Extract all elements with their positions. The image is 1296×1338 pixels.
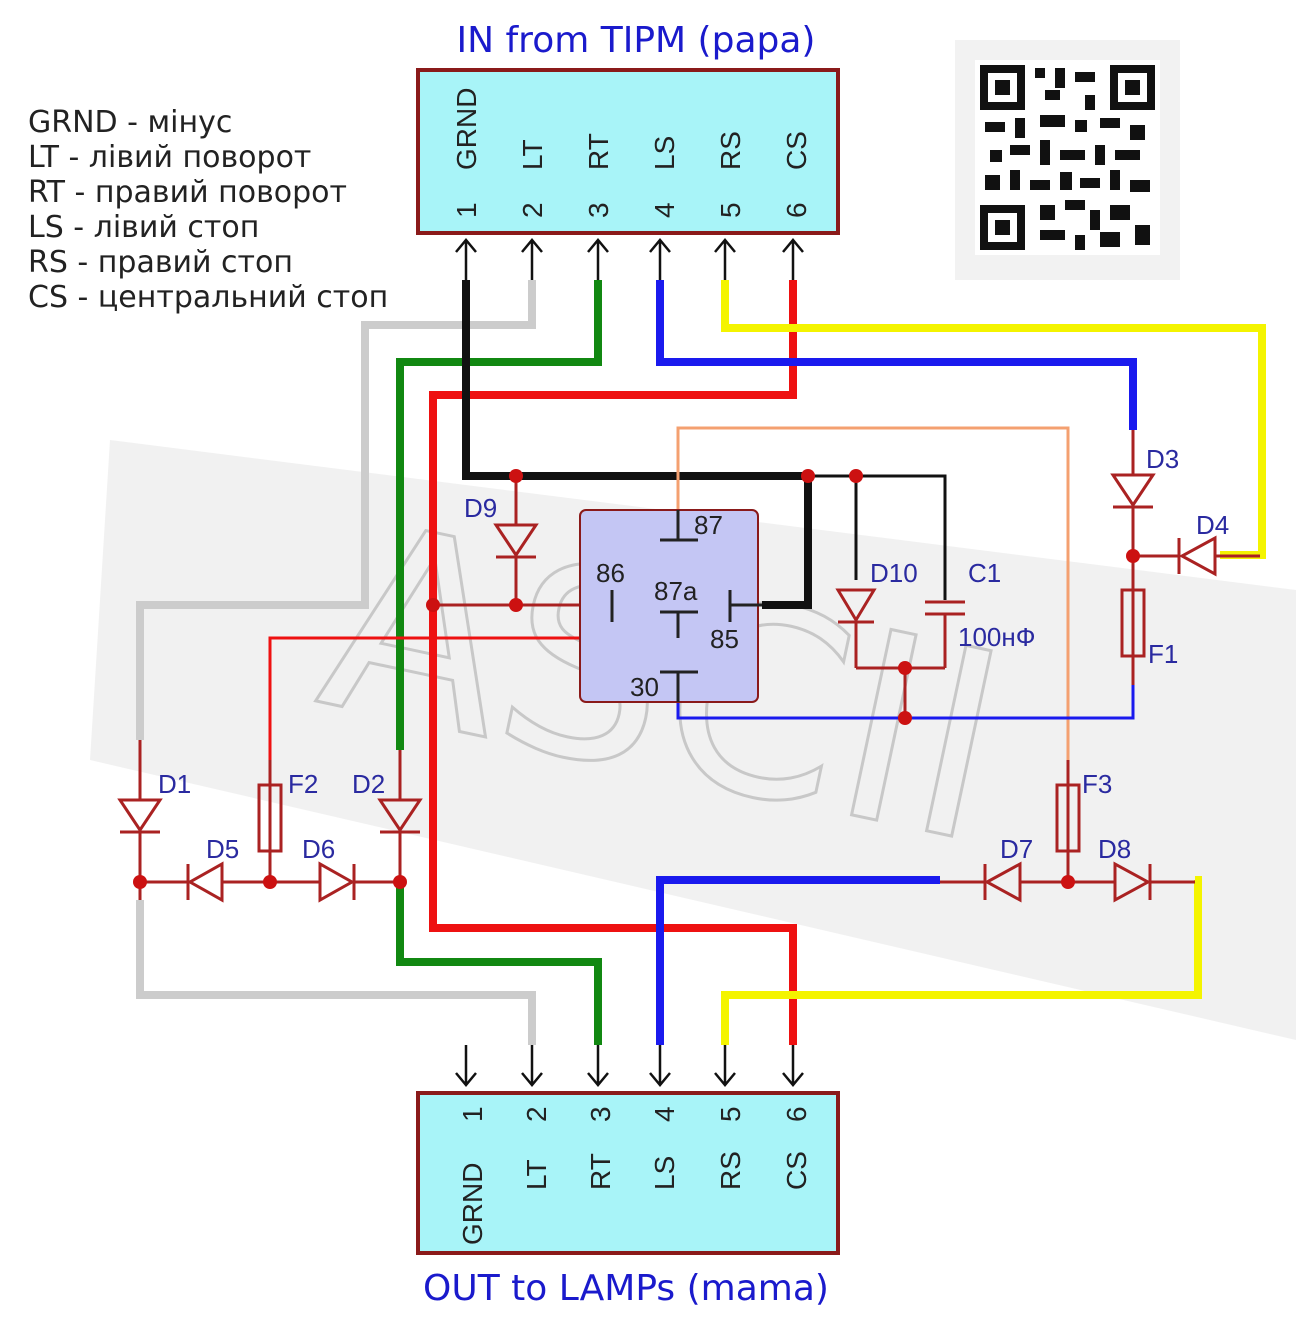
wire-rs-yellow-out [721, 876, 1202, 1045]
wire-ls-blue-out [656, 876, 940, 1045]
input-arrows [455, 238, 804, 280]
label-d7: D7 [1000, 834, 1033, 864]
label-d3: D3 [1146, 444, 1179, 474]
pin-number: 1 [451, 202, 482, 218]
legend-item: LT - лівий поворот [28, 140, 311, 175]
pin-name: RT [585, 1153, 616, 1190]
pin-name: RS [715, 131, 746, 170]
label-f1: F1 [1148, 639, 1178, 669]
pin-number: 3 [585, 1106, 616, 1122]
label-d2: D2 [352, 769, 385, 799]
wire-ls-blue [656, 280, 1137, 430]
label-d8: D8 [1098, 834, 1131, 864]
pin-number: 4 [649, 202, 680, 218]
legend: GRND - мінус LT - лівий поворот RT - пра… [28, 105, 388, 315]
pin-number: 6 [781, 202, 812, 218]
pin-name: LT [521, 1159, 552, 1190]
pin-name: LS [649, 1156, 680, 1190]
pin-number: 6 [781, 1106, 812, 1122]
wire-rt-green-out [396, 880, 602, 1045]
wire-87-orange [676, 426, 1070, 760]
connector-in-pins: GRND 1 LT 2 RT 3 LS 4 RS 5 CS 6 [451, 88, 812, 218]
qr-code [955, 40, 1180, 280]
pin-number: 3 [583, 202, 614, 218]
pin-number: 4 [649, 1106, 680, 1122]
connector-in: GRND 1 LT 2 RT 3 LS 4 RS 5 CS 6 [416, 68, 840, 280]
top-title: IN from TIPM (papa) [457, 20, 816, 61]
relay-pin-87: 87 [694, 510, 723, 540]
pin-name: CS [781, 131, 812, 170]
pin-number: 1 [457, 1106, 488, 1122]
pin-name: GRND [451, 88, 482, 170]
legend-item: CS - центральний стоп [28, 280, 388, 315]
components [117, 430, 1260, 903]
label-f2: F2 [288, 769, 318, 799]
component-labels: D9 D10 C1 100нФ D3 D4 F1 D1 F2 D2 D5 D6 … [158, 444, 1229, 864]
label-d6: D6 [302, 834, 335, 864]
pin-number: 5 [715, 202, 746, 218]
pin-number: 2 [521, 1106, 552, 1122]
relay-pin-85: 85 [710, 624, 739, 654]
wire-rt-green [396, 280, 602, 750]
connector-out: 1 GRND 2 LT 3 RT 4 LS 5 RS 6 CS [416, 1045, 840, 1255]
junctions [133, 469, 1140, 889]
relay-pin-30: 30 [630, 672, 659, 702]
pin-name: LS [649, 136, 680, 170]
label-d4: D4 [1196, 510, 1229, 540]
relay-pin-87a: 87a [654, 576, 698, 606]
label-c1: C1 [968, 558, 1001, 588]
wire-lt-gray [136, 280, 536, 740]
wire-lt-gray-out [136, 900, 536, 1045]
pin-number: 2 [517, 202, 548, 218]
output-arrows [455, 1045, 804, 1087]
label-d1: D1 [158, 769, 191, 799]
label-c1-value: 100нФ [958, 622, 1036, 652]
label-d10: D10 [870, 558, 918, 588]
relay: 87 86 87a 85 30 [579, 509, 762, 703]
pin-name: CS [781, 1151, 812, 1190]
legend-item: RT - правий поворот [28, 175, 347, 210]
legend-item: RS - правий стоп [28, 245, 293, 280]
pin-name: GRND [457, 1163, 488, 1245]
label-d5: D5 [206, 834, 239, 864]
legend-item: GRND - мінус [28, 105, 232, 140]
pin-name: RT [583, 133, 614, 170]
wire-cs-red [429, 280, 797, 1045]
pin-name: LT [517, 139, 548, 170]
label-d9: D9 [464, 493, 497, 523]
bottom-title: OUT to LAMPs (mama) [423, 1268, 829, 1309]
relay-pin-86: 86 [596, 558, 625, 588]
pin-name: RS [715, 1151, 746, 1190]
label-f3: F3 [1082, 769, 1112, 799]
pin-number: 5 [715, 1106, 746, 1122]
legend-item: LS - лівий стоп [28, 210, 259, 245]
connector-out-pins: 1 GRND 2 LT 3 RT 4 LS 5 RS 6 CS [457, 1106, 812, 1245]
